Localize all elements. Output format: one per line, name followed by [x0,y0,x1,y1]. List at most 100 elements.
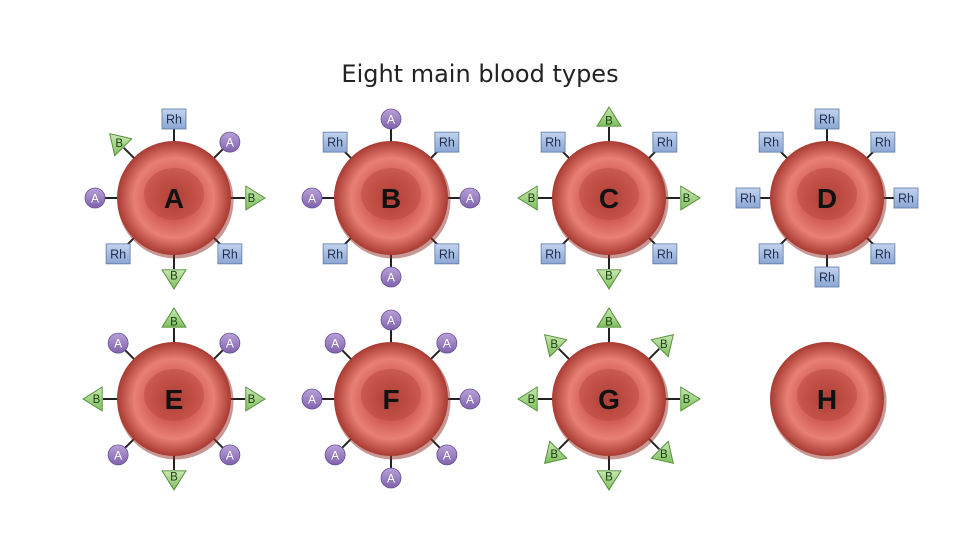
blood-cell-h: H [770,342,887,460]
antigen-b-icon [161,307,187,328]
cell-label: E [165,384,184,415]
antigen-a-label: A [114,448,122,462]
antigen-a-label: A [466,192,474,206]
antigen-rh-label: Rh [875,247,891,261]
antigen-rh-icon [161,108,187,130]
antigen-b-icon [596,470,622,491]
antigen-rh-icon [105,243,131,265]
antigen-rh-label: Rh [110,247,126,261]
antigen-a-icon [459,388,481,410]
antigen-b-label: B [605,271,613,283]
antigen-b-label: B [683,394,691,406]
antigen-a-icon [107,332,129,354]
red-blood-cell [334,342,448,456]
antigen-rh-icon [217,243,243,265]
antigen-rh-label: Rh [327,247,343,261]
antigen-a-label: A [466,393,474,407]
antigen-a-icon [324,332,346,354]
antigen-rh-icon [322,243,348,265]
antigen-a-label: A [443,337,451,351]
antigen-b-label: B [170,317,178,329]
antigen-b-icon [596,106,622,127]
antigen-a-label: A [387,113,395,127]
cell-concave-center [144,369,204,421]
antigen-a-label: A [443,448,451,462]
antigen-b-icon [245,185,266,211]
antigen-b-icon [161,269,187,290]
antigen-b-icon [82,386,103,412]
antigen-rh-label: Rh [657,136,673,150]
antigen-b-label: B [683,193,691,205]
antigen-rh-label: Rh [222,247,238,261]
antigen-rh-icon [758,131,784,153]
antigen-b-label: B [93,394,101,406]
antigen-rh-label: Rh [763,247,779,261]
cell-concave-center [144,168,204,220]
antigen-b-label: B [660,339,668,351]
antigen-rh-label: Rh [763,136,779,150]
antigen-b-icon [596,307,622,328]
antigen-a-icon [380,309,402,331]
cell-label: F [382,384,399,415]
antigen-a-label: A [387,271,395,285]
antigen-rh-label: Rh [819,271,835,285]
antigen-a-icon [324,444,346,466]
antigen-a-label: A [308,393,316,407]
antigen-rh-icon [652,131,678,153]
antigen-b-icon [596,269,622,290]
antigen-b-label: B [248,394,256,406]
cell-concave-center [361,369,421,421]
red-blood-cell [117,342,231,456]
cell-concave-center [361,168,421,220]
antigen-b-label: B [660,449,668,461]
antigen-a-label: A [226,136,234,150]
antigen-rh-label: Rh [740,192,756,206]
antigen-rh-icon [870,131,896,153]
antigen-b-icon [109,133,133,157]
antigen-a-label: A [387,472,395,486]
antigen-a-label: A [387,314,395,328]
antigen-a-label: A [331,448,339,462]
cell-label: G [598,384,620,415]
cell-concave-center [797,369,857,421]
red-blood-cell [770,342,884,456]
antigen-rh-label: Rh [545,247,561,261]
antigen-b-label: B [170,271,178,283]
antigen-a-icon [459,187,481,209]
antigen-rh-label: Rh [545,136,561,150]
antigen-b-icon [680,185,701,211]
diagram-title: Eight main blood types [341,60,619,88]
antigen-rh-label: Rh [875,136,891,150]
antigen-rh-icon [758,243,784,265]
antigen-a-icon [219,444,241,466]
antigen-rh-icon [540,243,566,265]
antigen-rh-icon [814,266,840,288]
antigen-rh-label: Rh [898,192,914,206]
antigen-rh-label: Rh [657,247,673,261]
antigen-a-label: A [308,192,316,206]
antigen-a-label: A [331,337,339,351]
antigen-a-icon [436,332,458,354]
red-blood-cell [770,141,884,255]
antigen-b-icon [161,470,187,491]
antigen-a-icon [219,332,241,354]
antigen-rh-icon [322,131,348,153]
antigen-rh-icon [652,243,678,265]
antigen-a-icon [436,444,458,466]
antigen-b-label: B [550,449,558,461]
antigen-a-icon [84,187,106,209]
cell-label: C [599,183,619,214]
antigen-rh-icon [893,187,919,209]
antigen-a-label: A [226,448,234,462]
antigen-b-label: B [528,193,536,205]
antigen-b-label: B [550,339,558,351]
antigen-a-icon [380,108,402,130]
antigen-a-label: A [91,192,99,206]
antigen-b-icon [680,386,701,412]
red-blood-cell [552,141,666,255]
antigen-b-icon [544,440,568,464]
antigen-b-icon [245,386,266,412]
